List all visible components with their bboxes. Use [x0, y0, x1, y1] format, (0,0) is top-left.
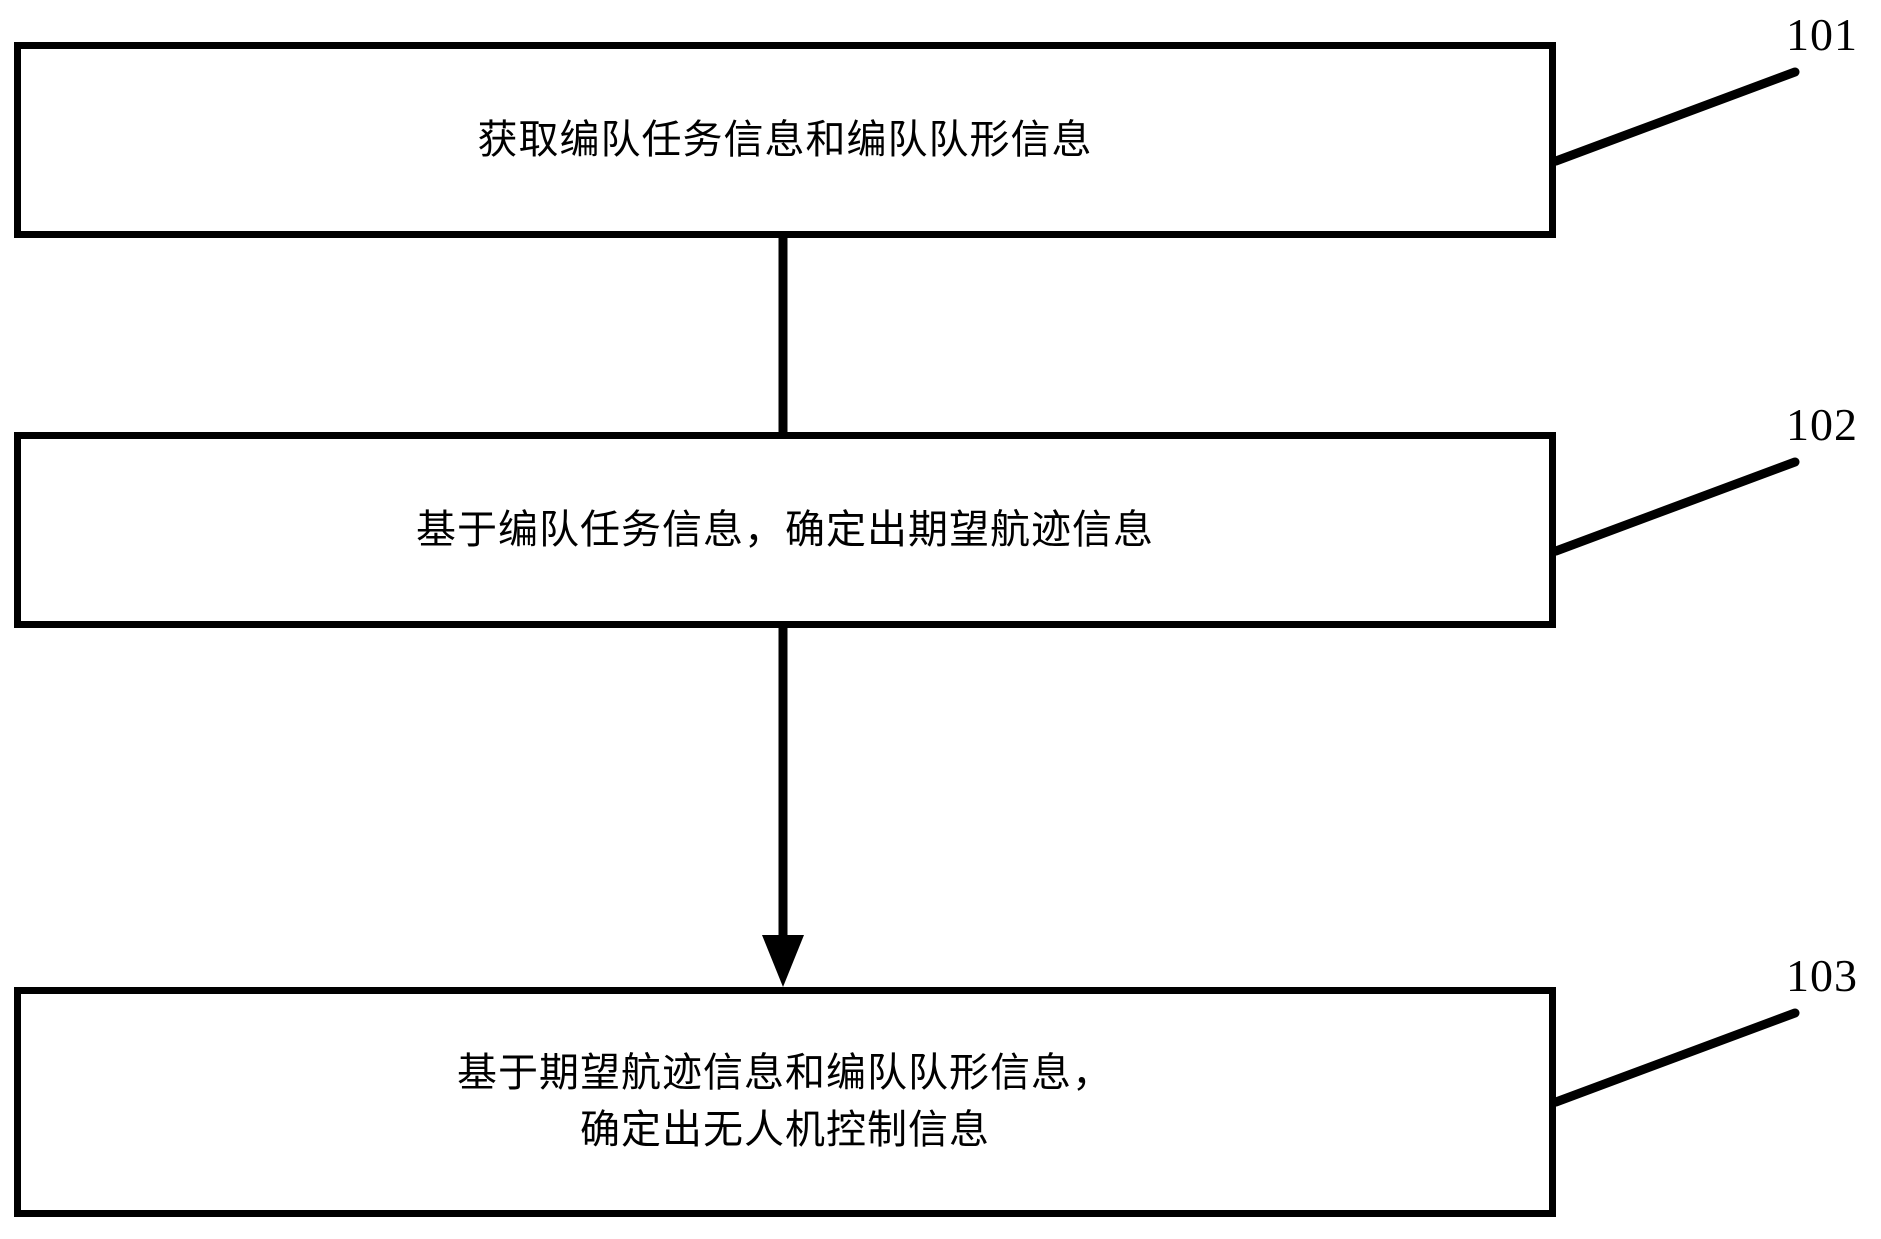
connector-102-to-103	[762, 628, 804, 987]
ref-number-102: 102	[1786, 399, 1858, 450]
ref-number-101: 101	[1786, 9, 1858, 60]
leader-line-101	[1551, 67, 1800, 166]
step-box-102[interactable]: 基于编队任务信息，确定出期望航迹信息	[14, 432, 1556, 628]
leader-line-103	[1551, 1008, 1800, 1107]
step-box-103-label: 基于期望航迹信息和编队队形信息， 确定出无人机控制信息	[457, 1050, 1113, 1152]
ref-number-103: 103	[1786, 950, 1858, 1001]
step-box-103[interactable]: 基于期望航迹信息和编队队形信息， 确定出无人机控制信息	[14, 987, 1556, 1217]
step-box-101[interactable]: 获取编队任务信息和编队队形信息	[14, 42, 1556, 238]
leader-line-102	[1551, 457, 1800, 556]
step-box-101-label: 获取编队任务信息和编队队形信息	[477, 116, 1093, 162]
step-box-102-label: 基于编队任务信息，确定出期望航迹信息	[416, 506, 1154, 552]
